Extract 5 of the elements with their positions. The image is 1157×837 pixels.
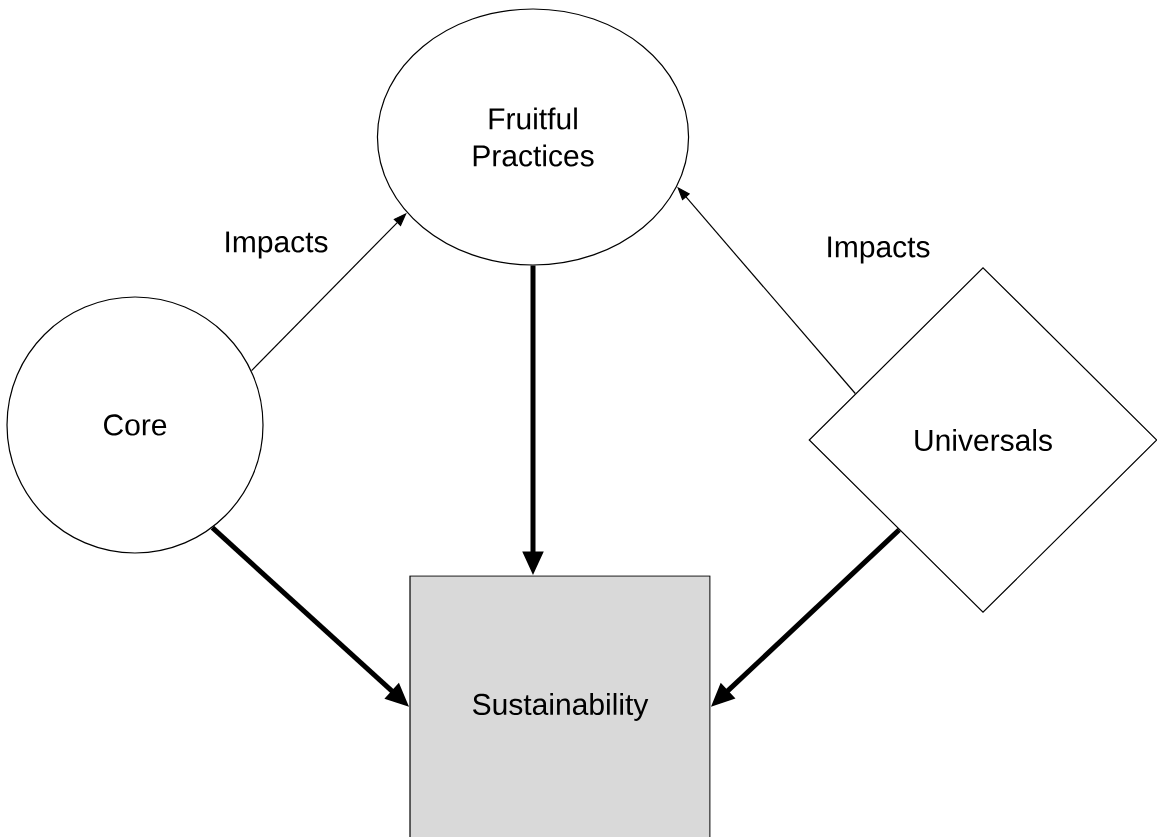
ellipse-node: Fruitful Practices [376, 8, 690, 266]
circle-node: Core [6, 296, 264, 554]
edge-label: Impacts [823, 234, 933, 266]
edge-label: Impacts [221, 229, 331, 261]
box-node: Sustainability [409, 575, 711, 837]
